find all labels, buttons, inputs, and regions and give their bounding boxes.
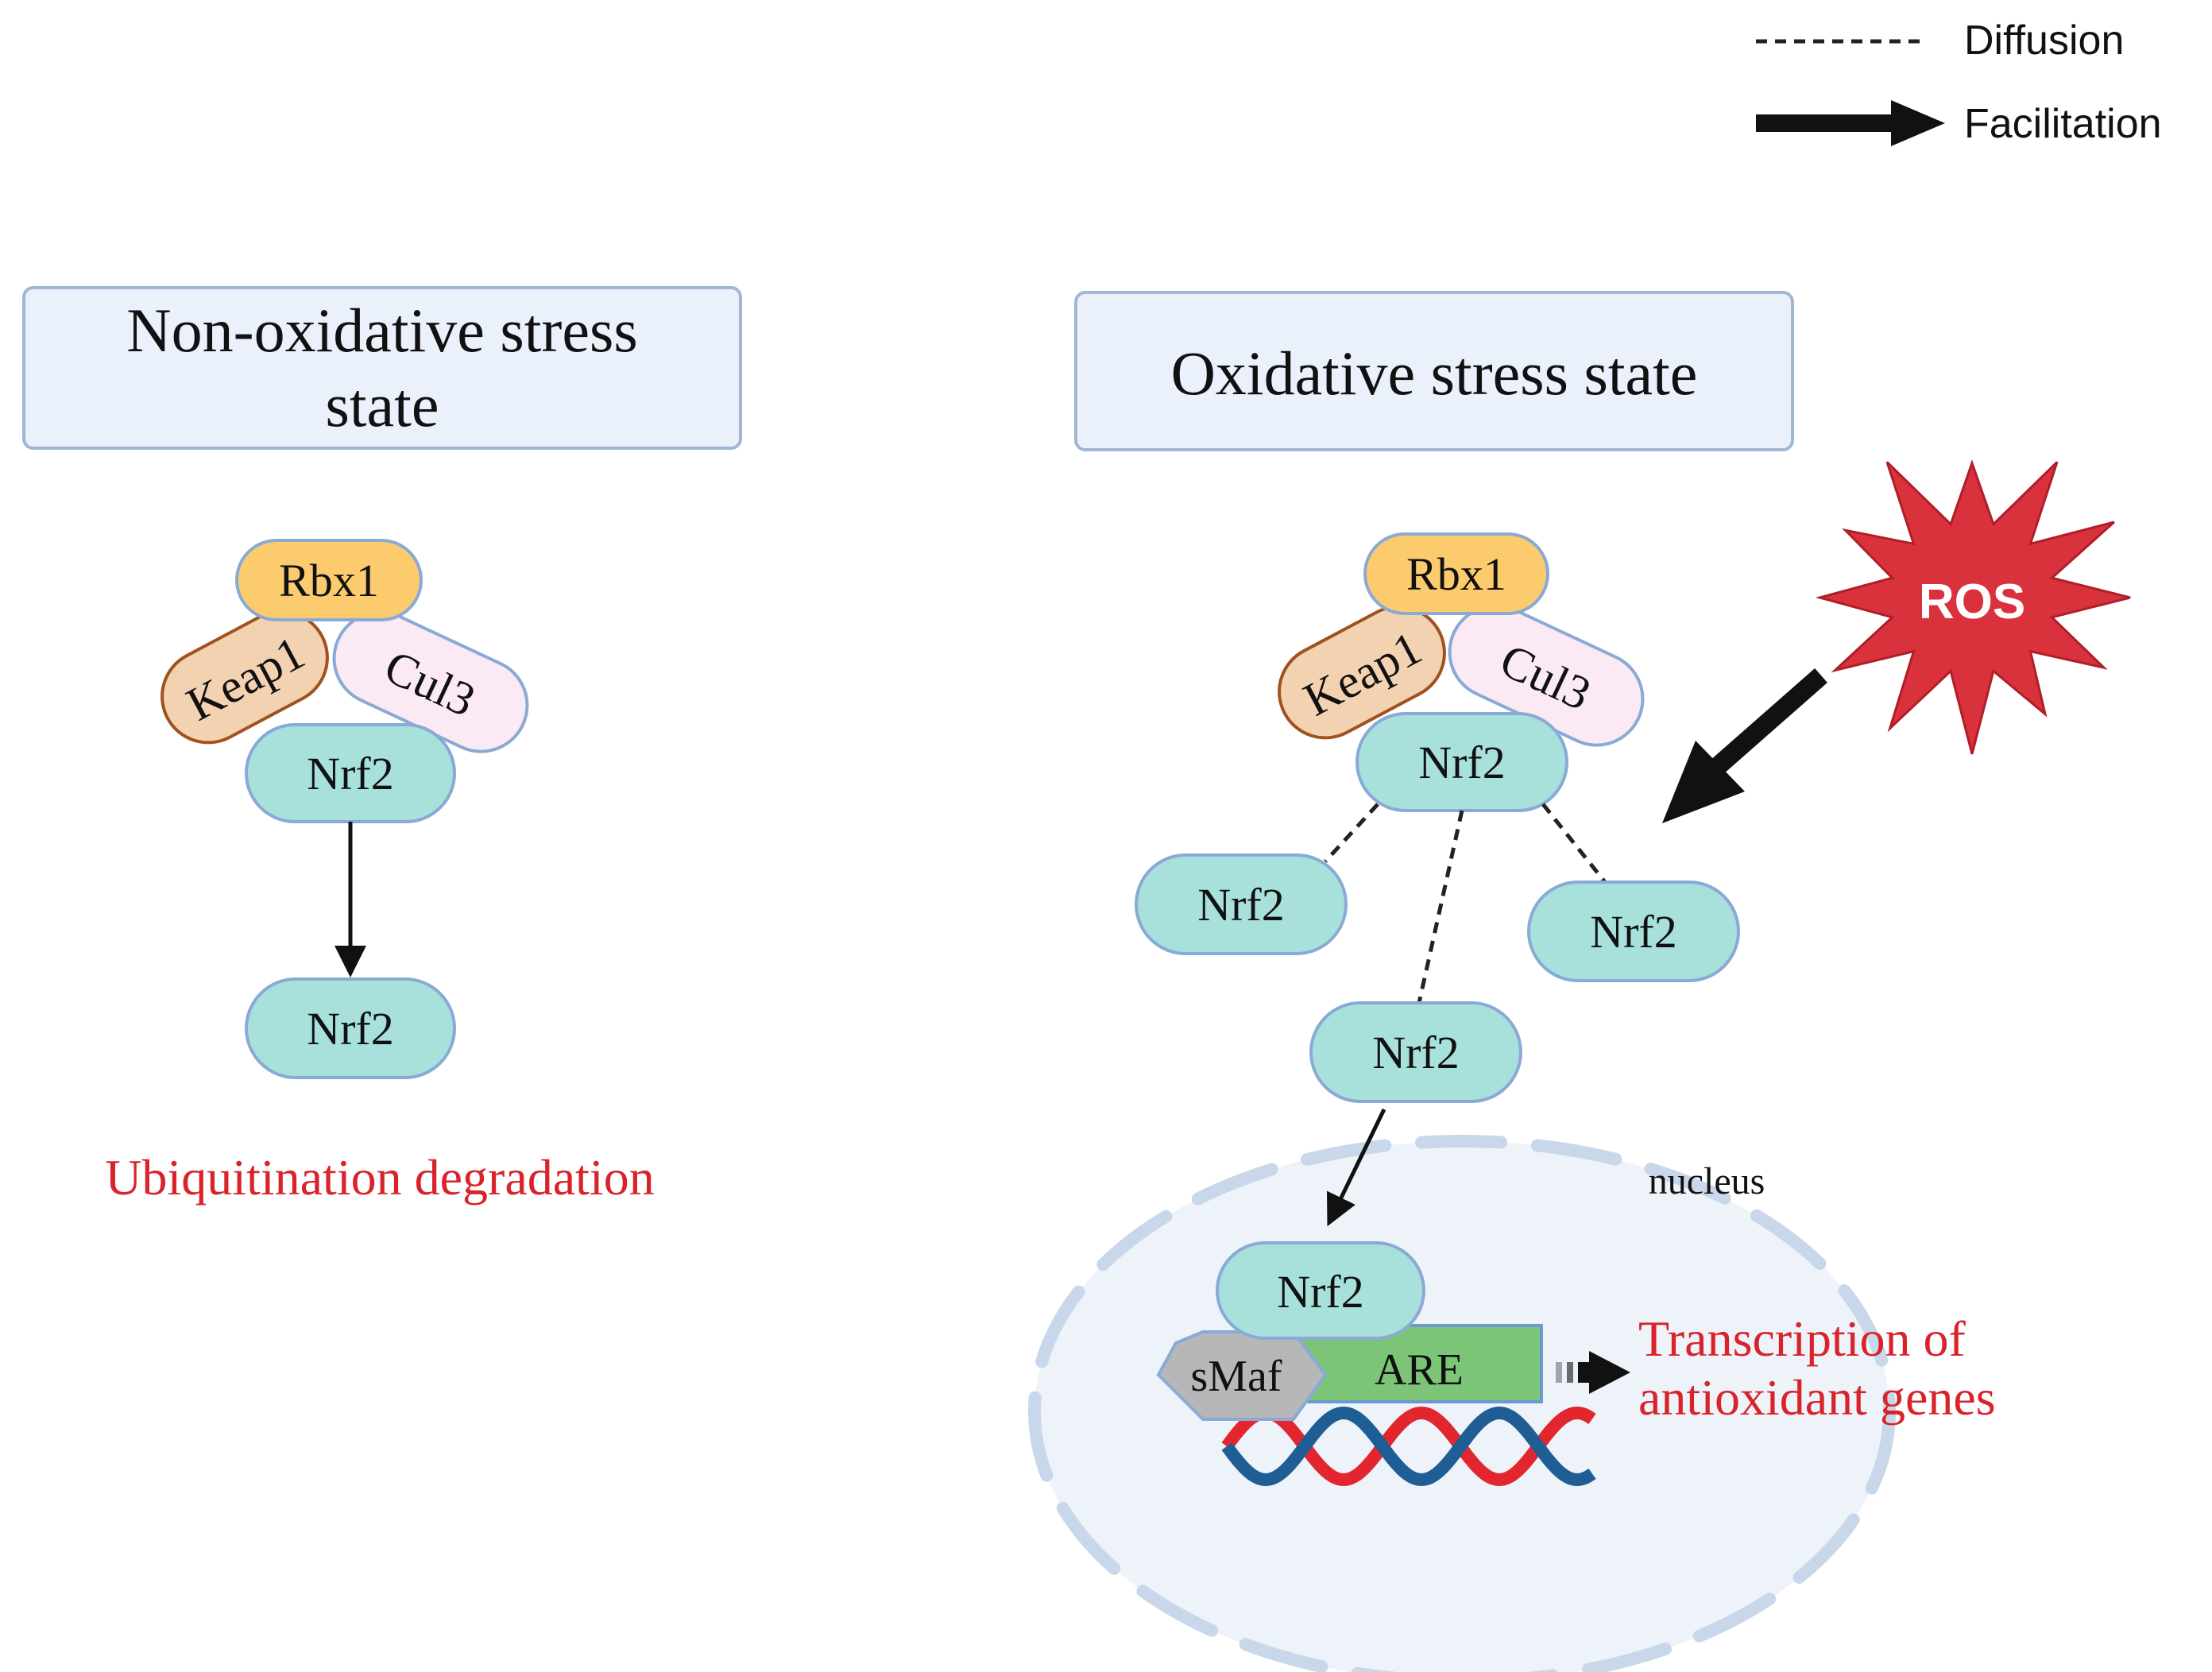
right-complex-nrf2: Nrf2 [1355, 712, 1568, 812]
right-title-box [1074, 291, 1794, 451]
svg-text:Nrf2: Nrf2 [1590, 906, 1677, 958]
right-outcome-line1: Transcription of [1638, 1310, 1966, 1367]
right-panel: Oxidative stress state nucleus Cul3 Keap… [1028, 291, 2131, 1672]
diffusion-line-left [1324, 803, 1379, 863]
diffusion-lines [1324, 803, 1607, 1004]
legend: Diffusion Facilitation [1756, 17, 2162, 147]
left-title-box [22, 286, 742, 450]
diffusion-line-center [1417, 810, 1464, 1004]
smaf-protein: sMaf [1156, 1330, 1328, 1421]
svg-text:Nrf2: Nrf2 [1418, 737, 1506, 788]
nuclear-nrf2: Nrf2 [1216, 1241, 1425, 1340]
left-outcome-text: Ubiquitination degradation [105, 1149, 654, 1206]
svg-text:Nrf2: Nrf2 [1197, 879, 1285, 931]
left-keap1: Keap1 [160, 610, 329, 745]
diffusion-line-right [1541, 803, 1607, 884]
right-rbx1: Rbx1 [1363, 532, 1549, 615]
facilitation-legend-label: Facilitation [1964, 101, 2162, 147]
svg-text:Nrf2: Nrf2 [1277, 1266, 1364, 1318]
left-rbx1: Rbx1 [235, 539, 423, 621]
ros-label: ROS [1919, 575, 2025, 629]
right-title: Oxidative stress state [1171, 339, 1698, 408]
left-released-nrf2: Nrf2 [245, 977, 456, 1079]
right-keap1-complex: Cul3 Keap1 Rbx1 Nrf2 [1278, 532, 1645, 812]
diffusion-legend-label: Diffusion [1964, 17, 2124, 64]
right-outcome-line2: antioxidant genes [1638, 1369, 1996, 1426]
dna-helix [1221, 1406, 1596, 1487]
facilitation-legend-arrow [1756, 100, 1945, 146]
left-title-line1: Non-oxidative stress [126, 296, 637, 365]
left-keap1-complex: Cul3 Keap1 Rbx1 Nrf2 [160, 539, 529, 823]
svg-text:Nrf2: Nrf2 [1372, 1027, 1460, 1078]
svg-text:Rbx1: Rbx1 [1406, 548, 1506, 600]
left-complex-nrf2: Nrf2 [245, 723, 456, 823]
nuclear-entry-arrow [1326, 1108, 1386, 1227]
diffused-nrf2-center: Nrf2 [1309, 1001, 1522, 1103]
are-element: ARE [1295, 1324, 1543, 1403]
left-cul3: Cul3 [332, 610, 529, 753]
svg-text:sMaf: sMaf [1190, 1352, 1282, 1401]
svg-text:Nrf2: Nrf2 [307, 1003, 394, 1055]
diffused-nrf2-right: Nrf2 [1527, 881, 1740, 982]
svg-text:Rbx1: Rbx1 [279, 555, 379, 606]
transcription-arrow [1556, 1351, 1630, 1394]
ros-facilitation-arrow [1662, 668, 1827, 823]
diffused-nrf2-left: Nrf2 [1135, 853, 1348, 955]
svg-text:ARE: ARE [1375, 1345, 1464, 1395]
left-panel: Non-oxidative stress state Cul3 Keap1 Rb… [22, 286, 742, 1206]
nucleus-label: nucleus [1649, 1160, 1765, 1202]
ros-starburst: ROS [1815, 459, 2131, 755]
left-title-line2: state [326, 370, 439, 439]
svg-text:Nrf2: Nrf2 [307, 748, 394, 799]
